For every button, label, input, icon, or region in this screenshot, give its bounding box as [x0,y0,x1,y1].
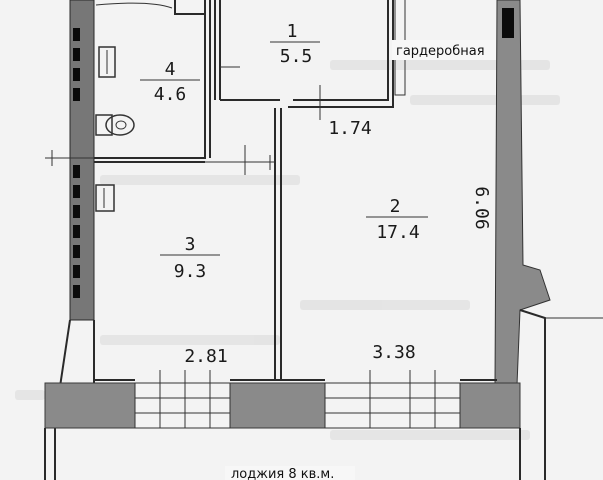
background-ghost-text [15,60,560,440]
room-4-label: 4 4.6 [140,59,200,105]
loggia-label-backing [225,466,355,480]
room-number: 4 [165,59,176,80]
room-area: 5.5 [280,46,313,67]
left-exterior-wall [54,0,95,480]
washbasin-icon [95,184,115,212]
room-area: 9.3 [174,261,207,282]
room-area: 17.4 [376,222,419,243]
corridor-width-dimension: 1.74 [328,118,371,139]
room-number: 3 [185,234,196,255]
loggia-label: лоджия 8 кв.м. [231,467,334,480]
dimension-markers [45,66,321,175]
room2-width-dimension: 3.38 [372,342,415,363]
room2-length-dimension: 6.06 [471,186,492,229]
toilet-icon [95,114,135,136]
room-area: 4.6 [154,84,187,105]
room-number: 1 [287,21,298,42]
room-3-label: 3 9.3 [160,234,220,282]
interior-walls [94,0,497,381]
plumbing-fixtures [95,2,173,212]
room-2-label: 2 17.4 [366,196,428,243]
room-1-label: 1 5.5 [270,21,320,67]
wardrobe-label: гардеробная [396,44,485,59]
wardrobe-label-backing [392,40,496,60]
window-room2 [324,370,461,429]
room-number: 2 [390,196,401,217]
room3-width-dimension: 2.81 [184,346,227,367]
window-room3 [134,370,231,429]
sink-icon [98,46,116,78]
